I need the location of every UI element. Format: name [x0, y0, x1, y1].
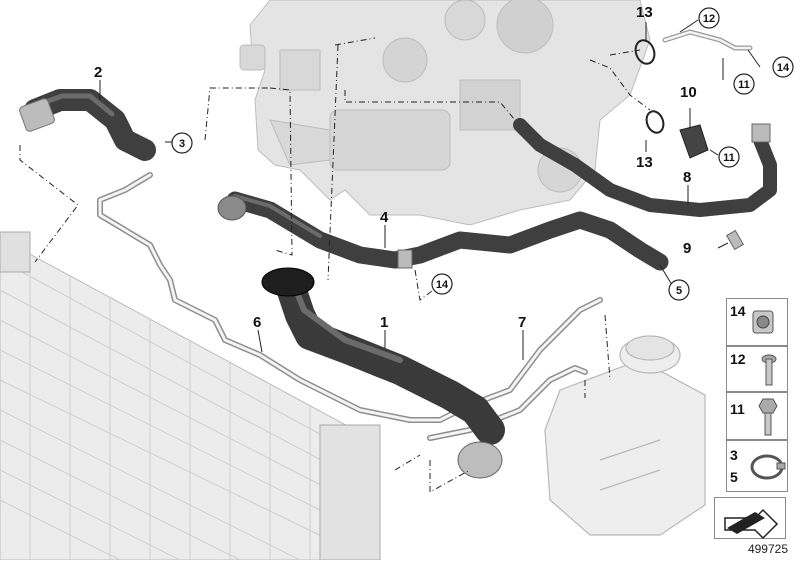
engine-block — [239, 0, 651, 226]
circled-callout-11-top: 11 — [733, 73, 755, 95]
diagram-id: 499725 — [747, 542, 788, 556]
legend-label-5: 5 — [730, 469, 738, 485]
svg-text:5: 5 — [676, 285, 682, 297]
callout-labels: 2 4 6 1 7 8 9 10 13 13 — [94, 4, 697, 331]
circled-callout-14-mid: 14 — [431, 273, 453, 295]
legend-symbol — [714, 497, 786, 540]
callout-1: 1 — [380, 314, 388, 331]
callout-8: 8 — [683, 169, 691, 186]
hose-4 — [217, 191, 669, 271]
circled-callouts: 3 5 14 14 12 11 11 — [171, 7, 794, 301]
legend-label-3: 3 — [730, 447, 738, 463]
svg-text:14: 14 — [436, 279, 449, 291]
callout-10: 10 — [680, 84, 697, 101]
hose-2 — [19, 89, 156, 161]
legend-item-12: 12 — [726, 346, 788, 392]
leader-lines — [19, 37, 651, 493]
radiator — [0, 231, 381, 561]
pipe-6 — [97, 172, 603, 423]
circled-callout-5: 5 — [668, 279, 690, 301]
screw-icon — [761, 354, 777, 386]
callout-9: 9 — [683, 240, 691, 257]
legend-item-14: 14 — [726, 298, 788, 346]
legend-label-14: 14 — [730, 303, 746, 319]
callout-7: 7 — [518, 314, 526, 331]
pipe-12 — [662, 29, 753, 51]
hose-8 — [513, 118, 777, 217]
svg-text:14: 14 — [777, 62, 790, 74]
circled-callout-14-top: 14 — [772, 56, 794, 78]
svg-text:3: 3 — [179, 138, 185, 150]
legend-label-11: 11 — [730, 401, 745, 417]
svg-text:12: 12 — [703, 13, 715, 25]
reference-arrow-icon — [724, 508, 779, 540]
hex-bolt-icon — [758, 398, 778, 436]
part-9-fitting — [725, 229, 745, 251]
hose-coupling-icon — [752, 310, 774, 334]
expansion-tank — [544, 335, 706, 536]
callout-2: 2 — [94, 64, 102, 81]
callout-4: 4 — [380, 209, 389, 226]
circled-callout-3: 3 — [171, 132, 193, 154]
callout-lines — [99, 19, 761, 360]
circled-callout-11-mid: 11 — [718, 146, 740, 168]
hose-1 — [261, 267, 505, 479]
circled-callout-12: 12 — [698, 7, 720, 29]
legend-item-3-5: 3 5 — [726, 440, 788, 492]
svg-text:11: 11 — [723, 152, 735, 164]
hose-clamp-icon — [750, 454, 786, 480]
part-10-grommet — [679, 124, 709, 159]
pipe-7 — [427, 365, 588, 441]
callout-13-lower: 13 — [636, 154, 653, 171]
legend-label-12: 12 — [730, 351, 746, 367]
svg-text:11: 11 — [738, 79, 750, 91]
callout-13-top: 13 — [636, 4, 653, 21]
callout-6: 6 — [253, 314, 261, 331]
legend-item-11: 11 — [726, 392, 788, 440]
part-13-orings — [634, 39, 665, 134]
